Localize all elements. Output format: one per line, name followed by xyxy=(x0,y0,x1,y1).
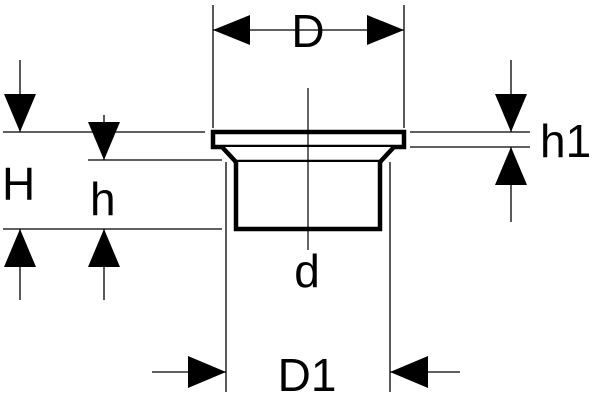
arrow-up-icon xyxy=(495,147,527,185)
arrow-down-icon xyxy=(88,122,120,160)
arrow-right-icon xyxy=(367,15,404,45)
arrow-left-icon xyxy=(390,356,428,388)
dimension-h: h xyxy=(88,115,120,300)
dimension-h1: h1 xyxy=(495,60,591,222)
label-H: H xyxy=(2,158,35,210)
dimension-H: H xyxy=(2,60,36,300)
label-d: d xyxy=(294,245,320,297)
label-h1: h1 xyxy=(540,115,591,167)
arrow-down-icon xyxy=(495,94,527,132)
dimension-D: D xyxy=(213,5,404,57)
dimension-D1: D1 xyxy=(152,349,460,401)
label-D: D xyxy=(291,5,324,57)
label-h: h xyxy=(90,173,116,225)
arrow-left-icon xyxy=(213,15,250,45)
arrow-up-icon xyxy=(4,229,36,267)
arrow-right-icon xyxy=(188,356,226,388)
arrow-up-icon xyxy=(88,229,120,267)
label-D1: D1 xyxy=(278,349,337,401)
arrow-down-icon xyxy=(4,94,36,132)
